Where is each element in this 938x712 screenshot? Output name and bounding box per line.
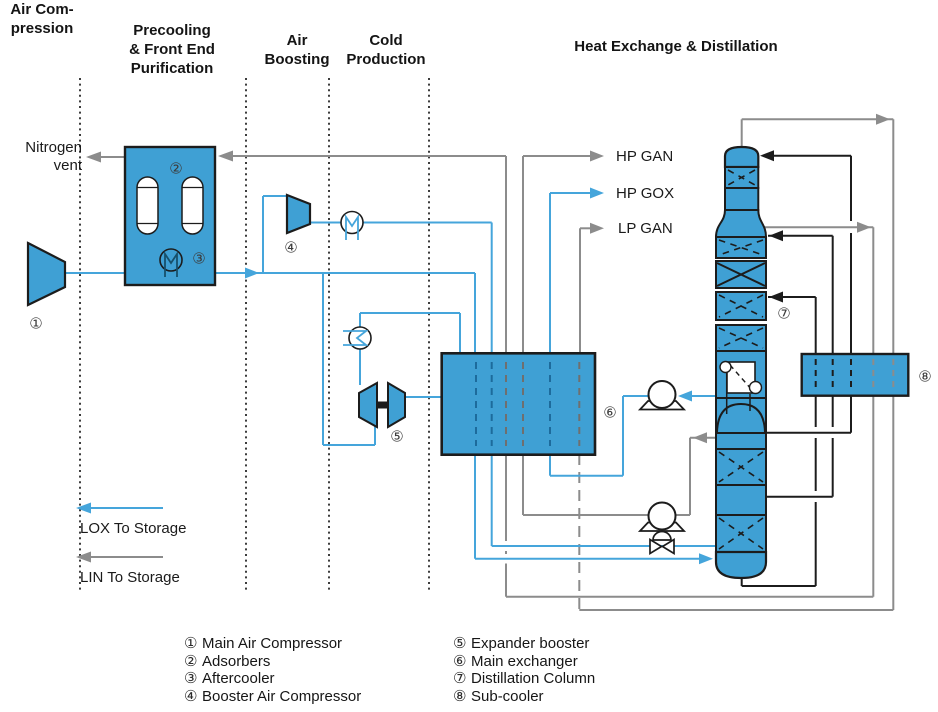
main-air-compressor-icon — [26, 241, 67, 307]
blue-flow-lines — [65, 192, 716, 560]
annotation-1: ① — [29, 315, 43, 333]
booster-cooler-icon — [340, 210, 364, 240]
lp-gan-label: LP GAN — [618, 220, 673, 237]
jt-valve-icon — [649, 530, 675, 556]
header-heat-exchange-distillation: Heat Exchange & Distillation — [574, 38, 778, 55]
adsorber-icon — [123, 145, 217, 287]
section-divider-lines — [79, 78, 430, 592]
hp-gan-label: HP GAN — [616, 148, 674, 165]
hp-gox-label: HP GOX — [616, 185, 675, 202]
aftercooler-icon — [159, 248, 183, 277]
lin-to-storage-label: LIN To Storage — [80, 569, 180, 586]
blue-flow-arrows — [76, 187, 713, 565]
header-air-compression: Air Com-pression — [10, 1, 74, 37]
main-exchanger-icon — [440, 351, 597, 456]
annotation-8: ⑧ — [918, 368, 932, 386]
annotation-5: ⑤ — [390, 428, 404, 446]
column-packing-pattern — [718, 169, 764, 550]
lox-pump-icon — [637, 380, 687, 411]
annotation-2: ② — [169, 160, 183, 178]
expander-booster-icon — [358, 381, 406, 429]
distillation-column-icon — [714, 145, 768, 580]
annotation-3: ③ — [192, 250, 206, 268]
sub-cooler-icon — [800, 352, 910, 397]
annotation-4: ④ — [284, 239, 298, 257]
expander-cooler-icon — [343, 326, 372, 350]
column-internal-dome — [716, 402, 766, 433]
gray-flow-lines — [90, 118, 895, 611]
lox-to-storage-label: LOX To Storage — [80, 520, 187, 537]
gray-flow-arrows — [76, 113, 890, 563]
annotation-6: ⑥ — [603, 404, 617, 422]
column-solid-x — [716, 262, 766, 287]
lin-pump-icon — [637, 501, 687, 532]
booster-air-compressor-icon — [285, 193, 312, 235]
annotation-7: ⑦ — [777, 305, 791, 323]
condenser-reboiler-icon — [719, 360, 763, 414]
black-flow-arrows — [760, 150, 783, 303]
